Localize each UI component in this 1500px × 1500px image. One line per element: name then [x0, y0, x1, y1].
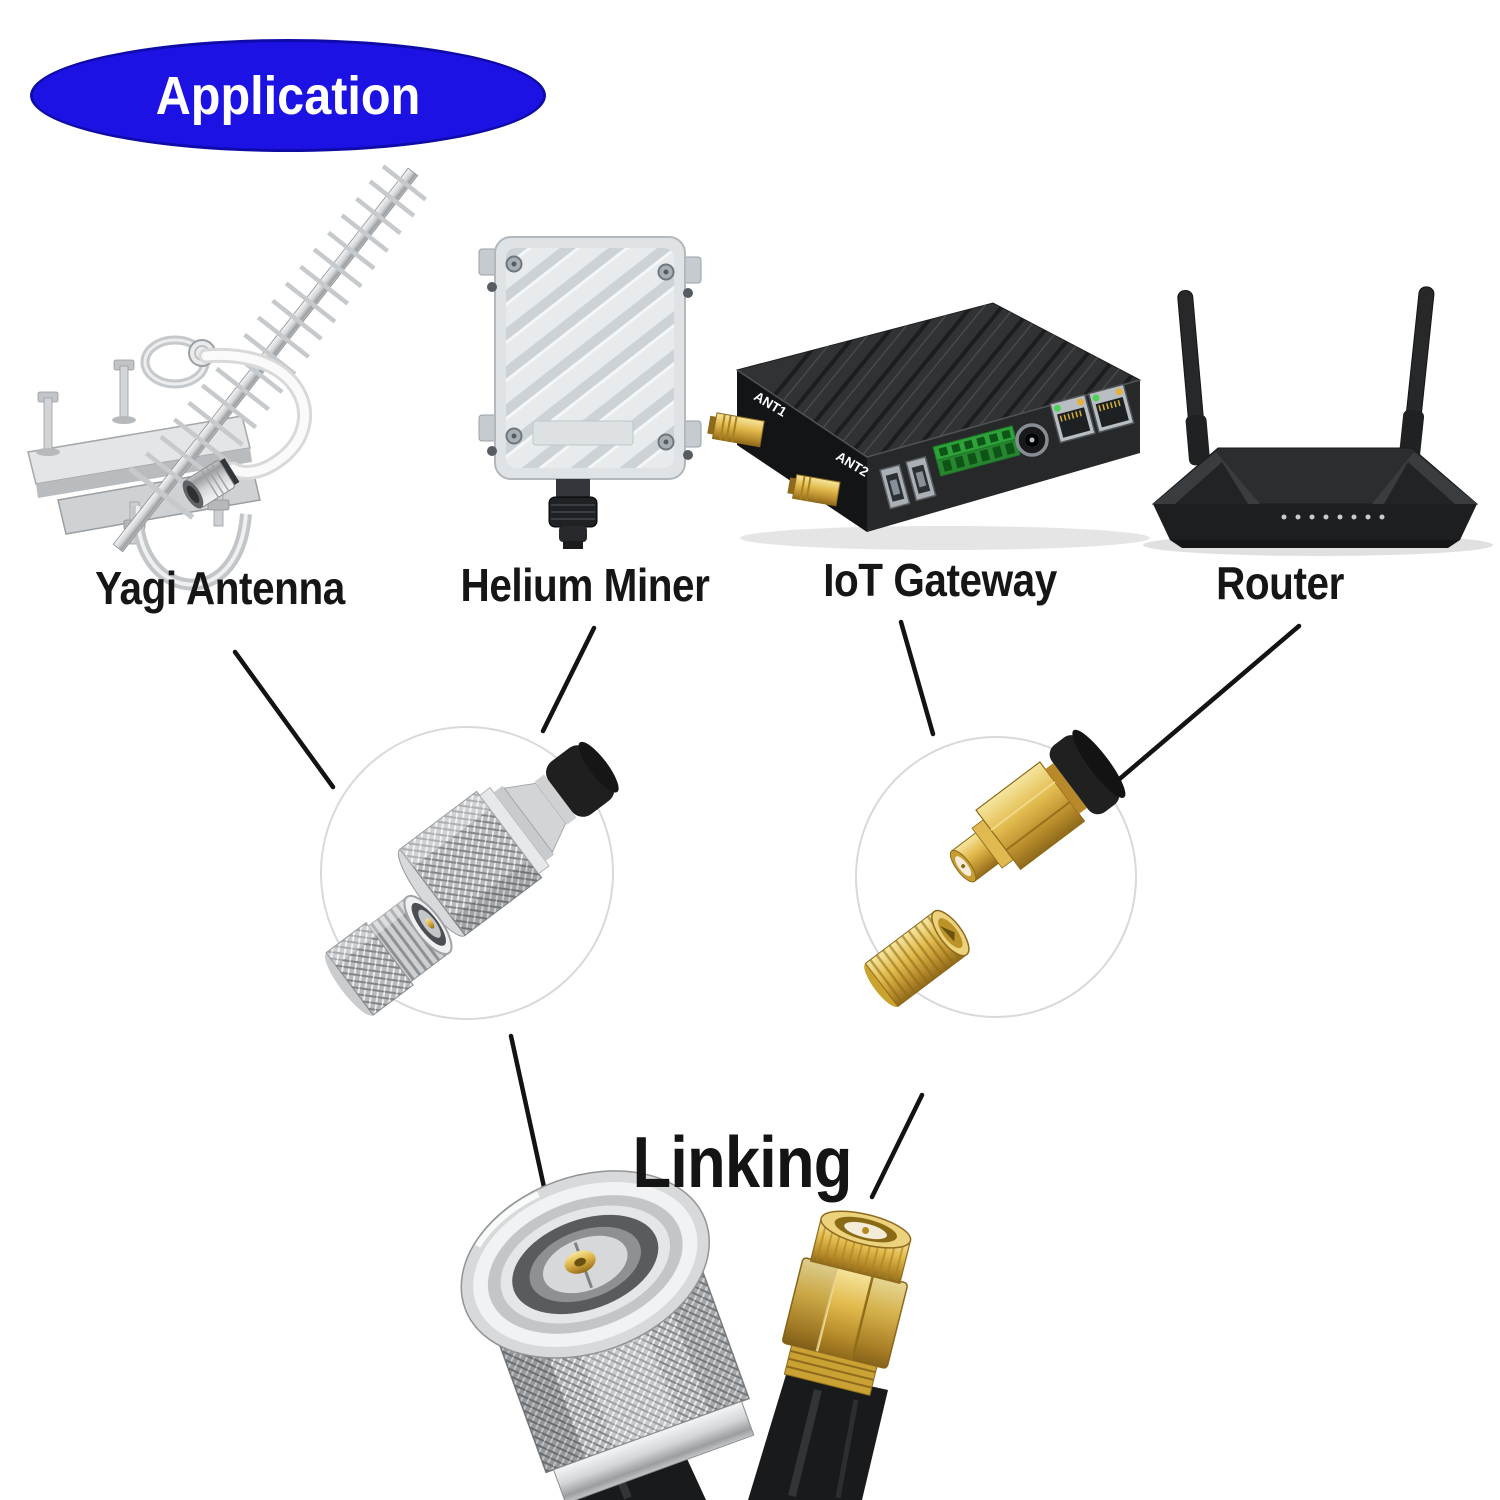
product-label-router: Router [1216, 557, 1344, 609]
gateway-usb-port [905, 455, 937, 502]
sma-connector-detail-circle [855, 729, 1137, 1018]
iot-gateway-image: ANT1 ANT2 [707, 302, 1150, 550]
application-badge: Application [30, 39, 546, 152]
yagi-antenna-image [27, 164, 427, 591]
cable-photo [460, 1170, 912, 1500]
connector-line-yagi [232, 649, 336, 790]
gateway-ant1-port [707, 412, 765, 448]
yagi-n-connector [182, 458, 240, 509]
connector-line-helium-miner [540, 625, 597, 734]
gateway-dc-jack [1015, 423, 1049, 457]
n-male-connector [397, 741, 619, 937]
yagi-mount-bolts [36, 359, 230, 545]
router-antenna-left [1177, 290, 1210, 466]
helium-miner-image [478, 236, 702, 549]
sma-female-connector [864, 909, 970, 1008]
router-image [1143, 286, 1493, 556]
linking-caption: Linking [632, 1123, 852, 1203]
gateway-ant2-port [787, 473, 841, 507]
application-badge-label: Application [155, 65, 421, 126]
product-label-helium-miner: Helium Miner [460, 559, 710, 611]
sma-male-cable-connector [781, 1210, 912, 1397]
n-female-connector [324, 893, 453, 1016]
coax-cable-right [748, 1368, 888, 1500]
helium-miner-screws [505, 255, 675, 451]
router-antenna-right [1399, 286, 1435, 461]
gateway-ethernet-ports [1049, 383, 1135, 444]
product-label-iot-gateway: IoT Gateway [823, 554, 1057, 606]
n-connector-detail-circle [320, 726, 619, 1020]
gateway-usb-port [879, 463, 911, 510]
connector-line-iot-gateway [898, 619, 936, 737]
router-led-row [1281, 514, 1385, 520]
product-label-yagi-antenna: Yagi Antenna [95, 562, 345, 614]
connector-line-sma-cable [869, 1092, 925, 1200]
connector-line-router [1113, 623, 1302, 785]
helium-miner-cable-gland [548, 479, 598, 549]
n-male-cable-connector [460, 1170, 755, 1500]
sma-male-connector [949, 729, 1126, 883]
